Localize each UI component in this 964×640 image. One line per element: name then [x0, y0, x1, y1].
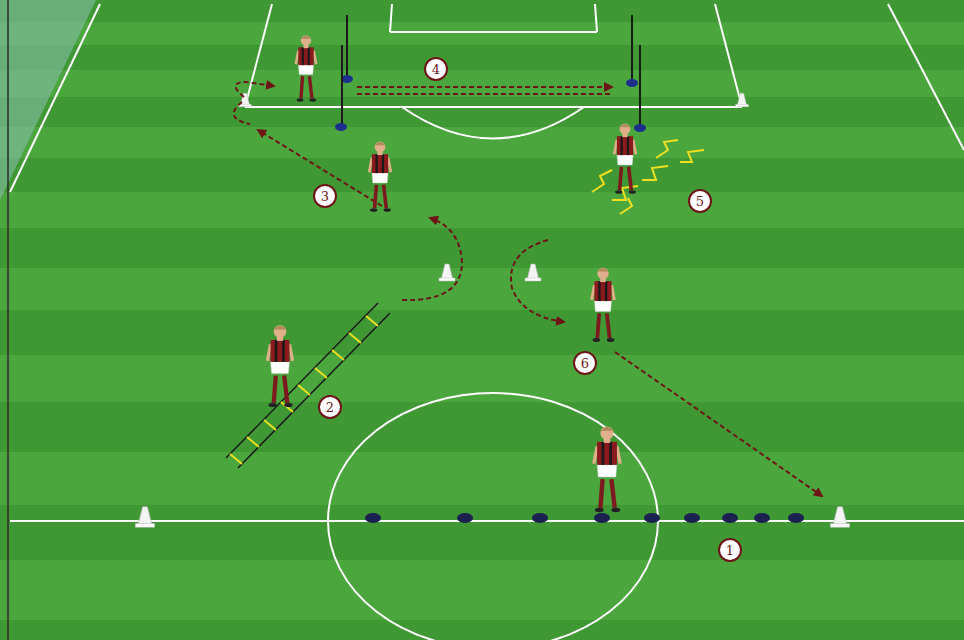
callout-number: 6 — [581, 357, 589, 370]
callout-number: 5 — [696, 195, 704, 208]
callout-number: 2 — [326, 401, 334, 414]
callout-circle: 4 — [424, 57, 448, 81]
callout-circle: 6 — [573, 351, 597, 375]
disc-markers — [365, 513, 804, 523]
poles — [335, 15, 646, 132]
callout-circle: 1 — [718, 538, 742, 562]
movement-arrows — [234, 82, 822, 496]
agility-ladder — [226, 303, 390, 468]
cones — [135, 93, 849, 527]
callout-circle: 5 — [688, 189, 712, 213]
pitch-lines — [8, 0, 964, 640]
callout-number: 3 — [321, 190, 329, 203]
players — [267, 35, 635, 512]
callout-circle: 2 — [318, 395, 342, 419]
callout-circle: 3 — [313, 184, 337, 208]
callout-number: 4 — [432, 63, 440, 76]
callout-number: 1 — [726, 544, 734, 557]
